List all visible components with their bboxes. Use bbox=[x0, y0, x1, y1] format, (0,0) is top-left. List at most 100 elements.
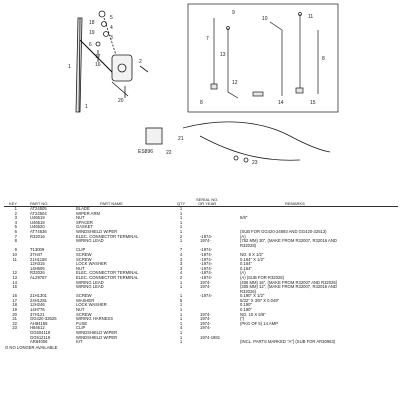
callout-22: 22 bbox=[166, 150, 172, 156]
cell-part-no: 14H605 bbox=[30, 265, 45, 271]
cell-key: 23 bbox=[12, 325, 17, 331]
header-key: KEY bbox=[8, 200, 17, 206]
cell-part-name: CLIP bbox=[76, 247, 86, 253]
cell-part-name: WINDSHIELD WIPER bbox=[76, 334, 118, 340]
cell-remarks: 0.190" X 1/2" bbox=[240, 293, 265, 299]
exploded-parts-diagram: 18 19 6 1 5 4 3 17 16 2 20 1 9 10 11 7 1… bbox=[0, 0, 400, 195]
wiper-blade-edge bbox=[78, 17, 81, 113]
callout-8: 8 bbox=[322, 56, 325, 62]
cell-key: 12 bbox=[12, 270, 17, 276]
cell-qty: 3 bbox=[179, 256, 183, 262]
cell-part-no: 14H776 bbox=[30, 307, 45, 313]
lead-path-b bbox=[227, 28, 239, 99]
clip-23-shape bbox=[243, 157, 249, 163]
cell-part-name: SCREW bbox=[76, 251, 92, 257]
cell-part-name: GASKET bbox=[76, 224, 93, 230]
cell-part-name: SCREW bbox=[76, 293, 92, 299]
callout-15: 15 bbox=[310, 100, 316, 106]
header-remarks: REMARKS bbox=[285, 200, 305, 206]
footnote: O NO LONGER AVAILABLE bbox=[5, 344, 58, 350]
cell-part-no: 21H1158 bbox=[30, 256, 47, 262]
table-header: KEY PART NO. PART NAME QTY SERIAL NO. OR… bbox=[0, 192, 400, 207]
spacer-shape bbox=[103, 31, 109, 37]
cell-remarks: 0.190" bbox=[240, 302, 252, 308]
cell-part-no: AH84168 bbox=[30, 320, 48, 326]
cell-qty: 4 bbox=[179, 251, 183, 257]
cell-part-no: AL29767 bbox=[30, 274, 47, 280]
cell-qty: 1 bbox=[179, 293, 183, 299]
motor-hub-shape bbox=[117, 63, 127, 73]
cell-key: 13 bbox=[12, 274, 17, 280]
cell-remarks: (406 MM) 16", (MAKE FROM R32007 AND R320… bbox=[240, 279, 338, 285]
cell-serial: -1974- bbox=[200, 247, 213, 253]
wiper-assembly-drawing bbox=[75, 10, 149, 113]
cell-serial: -1974- bbox=[200, 261, 213, 267]
cell-part-no: GG504119 bbox=[30, 330, 51, 336]
cell-key: 16 bbox=[12, 293, 17, 299]
cell-part-name: CLIP bbox=[76, 325, 86, 331]
cell-qty: 3 bbox=[179, 265, 183, 271]
callout-21: 21 bbox=[178, 136, 184, 142]
table-row: R32026) bbox=[0, 288, 400, 295]
fuse-holder-shape bbox=[145, 127, 163, 145]
cell-part-name: WIRING LEAD bbox=[76, 284, 104, 290]
cell-qty: 1 bbox=[179, 330, 183, 336]
cell-part-name: SPACER bbox=[76, 219, 93, 225]
callout-2: 2 bbox=[139, 59, 142, 65]
cell-part-name: WASHER bbox=[76, 297, 95, 303]
callout-labels: 18 19 6 1 5 4 3 17 16 2 20 1 9 10 11 7 1… bbox=[68, 10, 325, 166]
cell-remarks: NO. 10 X 5/8" bbox=[240, 311, 266, 317]
table-row: GG504119 WINDSHIELD WIPER 1 bbox=[0, 330, 400, 336]
cell-key: 8 bbox=[14, 238, 17, 244]
cell-remarks: 0.190" bbox=[240, 307, 252, 313]
cell-key: 19 bbox=[12, 307, 17, 313]
cell-key: 17 bbox=[12, 297, 17, 303]
callout-11: 11 bbox=[308, 14, 313, 20]
cell-remarks: (PKG OF 5) 14 AMP bbox=[240, 320, 278, 326]
cell-qty: 1 bbox=[179, 284, 183, 290]
cell-part-name: ELEC. CONNECTOR TERMINAL bbox=[76, 233, 139, 239]
cell-qty: 1 bbox=[179, 279, 183, 285]
cell-part-name: NUT bbox=[76, 307, 85, 313]
cell-qty: 1 bbox=[179, 206, 183, 211]
cell-part-name: NUT bbox=[76, 215, 85, 221]
cell-qty: 5 bbox=[179, 297, 183, 303]
cell-key: 4 bbox=[14, 219, 17, 225]
cell-remarks: R32026) bbox=[240, 288, 257, 294]
cell-remarks: (762 MM) 30", (MAKE FROM R32007, R32016 … bbox=[240, 238, 337, 244]
header-serial: SERIAL NO. OR YEAR bbox=[196, 196, 219, 206]
cell-key: 20 bbox=[12, 311, 17, 317]
callout-1-lower: 1 bbox=[85, 104, 88, 110]
cell-serial: 1974- bbox=[200, 320, 211, 326]
plate-id: ES896 bbox=[138, 149, 154, 155]
cell-serial: 1974- bbox=[200, 279, 211, 285]
cell-part-name: SCREW bbox=[76, 311, 92, 317]
header-part-no: PART NO. bbox=[30, 200, 49, 206]
cell-part-no: R32016 bbox=[30, 233, 45, 239]
callout-9: 9 bbox=[232, 10, 235, 16]
callout-5: 5 bbox=[110, 15, 113, 21]
cell-remarks: NO. 8 X 1/2" bbox=[240, 251, 264, 257]
cell-serial: 1974- bbox=[200, 284, 211, 290]
cell-part-name: WINDSHIELD WIPER bbox=[76, 330, 118, 336]
callout-7: 7 bbox=[206, 36, 209, 42]
cell-key: 15 bbox=[12, 284, 17, 290]
cell-qty: 7 bbox=[179, 247, 183, 253]
cell-key: 1 bbox=[14, 206, 17, 211]
cell-part-name: LOCK WASHER bbox=[76, 302, 107, 308]
cell-serial: -1974- bbox=[200, 265, 213, 271]
cell-part-no: AT24504 bbox=[30, 210, 47, 216]
clip-23-shape bbox=[233, 155, 239, 161]
header-part-name: PART NAME bbox=[100, 200, 123, 206]
